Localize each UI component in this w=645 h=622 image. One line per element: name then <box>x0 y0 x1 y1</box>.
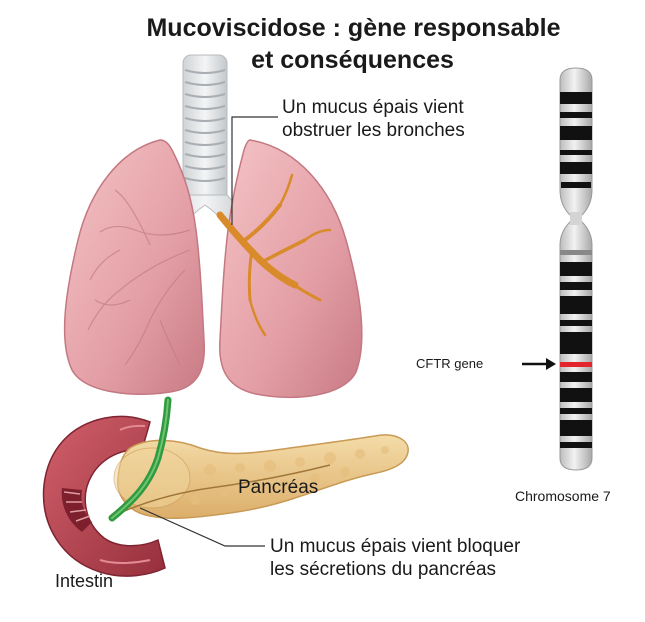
pancreas-pointer-line <box>139 507 265 547</box>
chromosome-label: Chromosome 7 <box>515 488 611 504</box>
cftr-gene-marker <box>560 362 592 367</box>
cftr-gene-label: CFTR gene <box>416 356 484 371</box>
title-line-1: Mucoviscidose : gène responsable <box>146 14 561 42</box>
pancreas-caption-line-2: les sécretions du pancréas <box>270 559 497 580</box>
pancreas-caption-line-1: Un mucus épais vient bloquer <box>270 536 521 557</box>
pancreas-label: Pancréas <box>238 477 319 498</box>
intestine-label: Intestin <box>55 571 114 591</box>
left-lung <box>63 139 206 395</box>
right-lung <box>219 139 363 399</box>
lung-caption: Un mucus épais vient obstruer les bronch… <box>282 96 465 142</box>
pancreas-caption: Un mucus épais vient bloquer les sécreti… <box>270 535 520 581</box>
lungs-illustration <box>63 54 363 399</box>
lung-pointer-line <box>231 116 278 225</box>
title-line-2: et conséquences <box>251 46 454 74</box>
page-title: Mucoviscidose : gène responsable et cons… <box>0 12 645 76</box>
lung-caption-line-1: Un mucus épais vient <box>282 97 464 118</box>
lung-vessels <box>87 189 191 366</box>
bronchi-mucus <box>216 173 332 337</box>
lung-caption-line-2: obstruer les bronches <box>282 120 465 141</box>
chromosome-7-illustration <box>522 67 593 471</box>
